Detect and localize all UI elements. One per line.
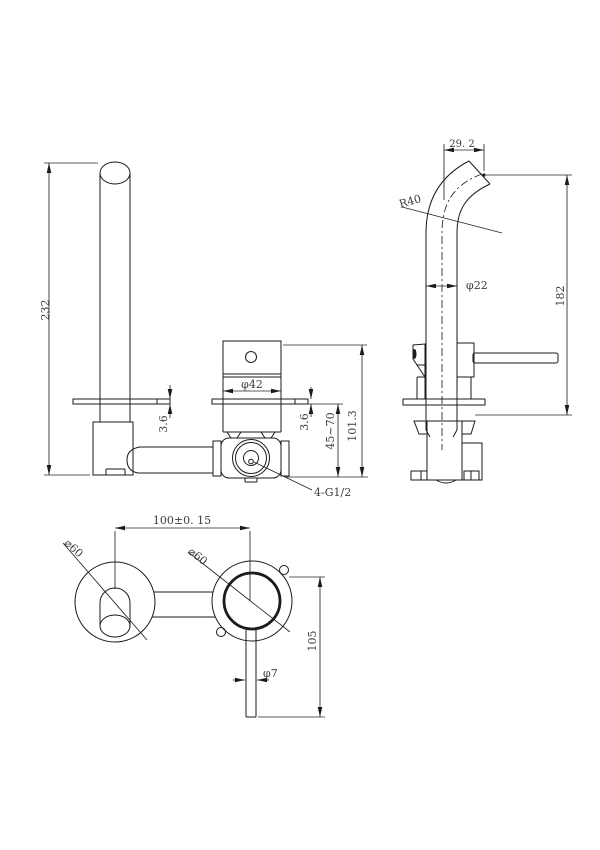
tube-centerline bbox=[441, 173, 483, 450]
side-view-dimensions: 29. 2 R40 φ22 182 bbox=[398, 139, 572, 416]
dim-spout-flange-diameter-label: ⌀60 bbox=[62, 537, 86, 561]
mixer-handle bbox=[222, 340, 282, 378]
mixer-trim-ring bbox=[222, 571, 282, 631]
dim-spout-height-label: 232 bbox=[39, 300, 52, 321]
valve-right-port bbox=[280, 440, 290, 477]
cartridge-outer-circle bbox=[232, 439, 270, 477]
spout-top-ellipse bbox=[99, 161, 131, 185]
side-view-geometry bbox=[402, 160, 559, 484]
dim-lever-length-label: 105 bbox=[306, 631, 319, 652]
handle-lever-side bbox=[472, 352, 559, 364]
dim-plate-thickness-spout-label: 3.6 bbox=[157, 415, 170, 433]
dim-handle-diameter-label: φ42 bbox=[241, 378, 263, 391]
dim-bend-radius-label: R40 bbox=[398, 192, 423, 211]
wall-plate-side bbox=[402, 398, 486, 406]
dim-lever-tip-diameter-label: φ7 bbox=[263, 667, 278, 680]
mixer-escutcheon bbox=[211, 560, 293, 642]
mixer-wall-plate bbox=[211, 398, 309, 405]
dim-inlet-thread-label: 4-G1/2 bbox=[314, 486, 351, 499]
dim-depth-range-label: 45~70 bbox=[324, 412, 337, 449]
dim-plate-thickness-mixer-label: 3.6 bbox=[298, 413, 311, 431]
spout-wall-plate bbox=[72, 398, 171, 405]
spout-base bbox=[92, 421, 134, 476]
valve-left-port bbox=[212, 440, 222, 477]
valve-body bbox=[220, 437, 282, 479]
dim-mixer-height-label: 101.3 bbox=[346, 410, 359, 442]
dim-spout-height-side-label: 182 bbox=[554, 286, 567, 307]
dim-tube-diameter-label: φ22 bbox=[466, 279, 488, 292]
handle-screw-hole bbox=[245, 351, 257, 363]
dim-spout-offset-label: 29. 2 bbox=[449, 139, 474, 150]
dim-center-distance-label: 100±0. 15 bbox=[153, 514, 211, 527]
handle-hub-side bbox=[456, 342, 475, 378]
front-view-dimensions: 232 3.6 φ42 3.6 45~70 101.3 4-G1/2 bbox=[39, 162, 368, 499]
plan-view-dimensions: 100±0. 15 ⌀60 ⌀60 105 φ7 bbox=[62, 514, 325, 718]
front-view-geometry bbox=[72, 161, 309, 483]
plan-view-geometry bbox=[74, 560, 293, 718]
dim-mixer-flange-diameter-label: ⌀60 bbox=[186, 545, 210, 568]
